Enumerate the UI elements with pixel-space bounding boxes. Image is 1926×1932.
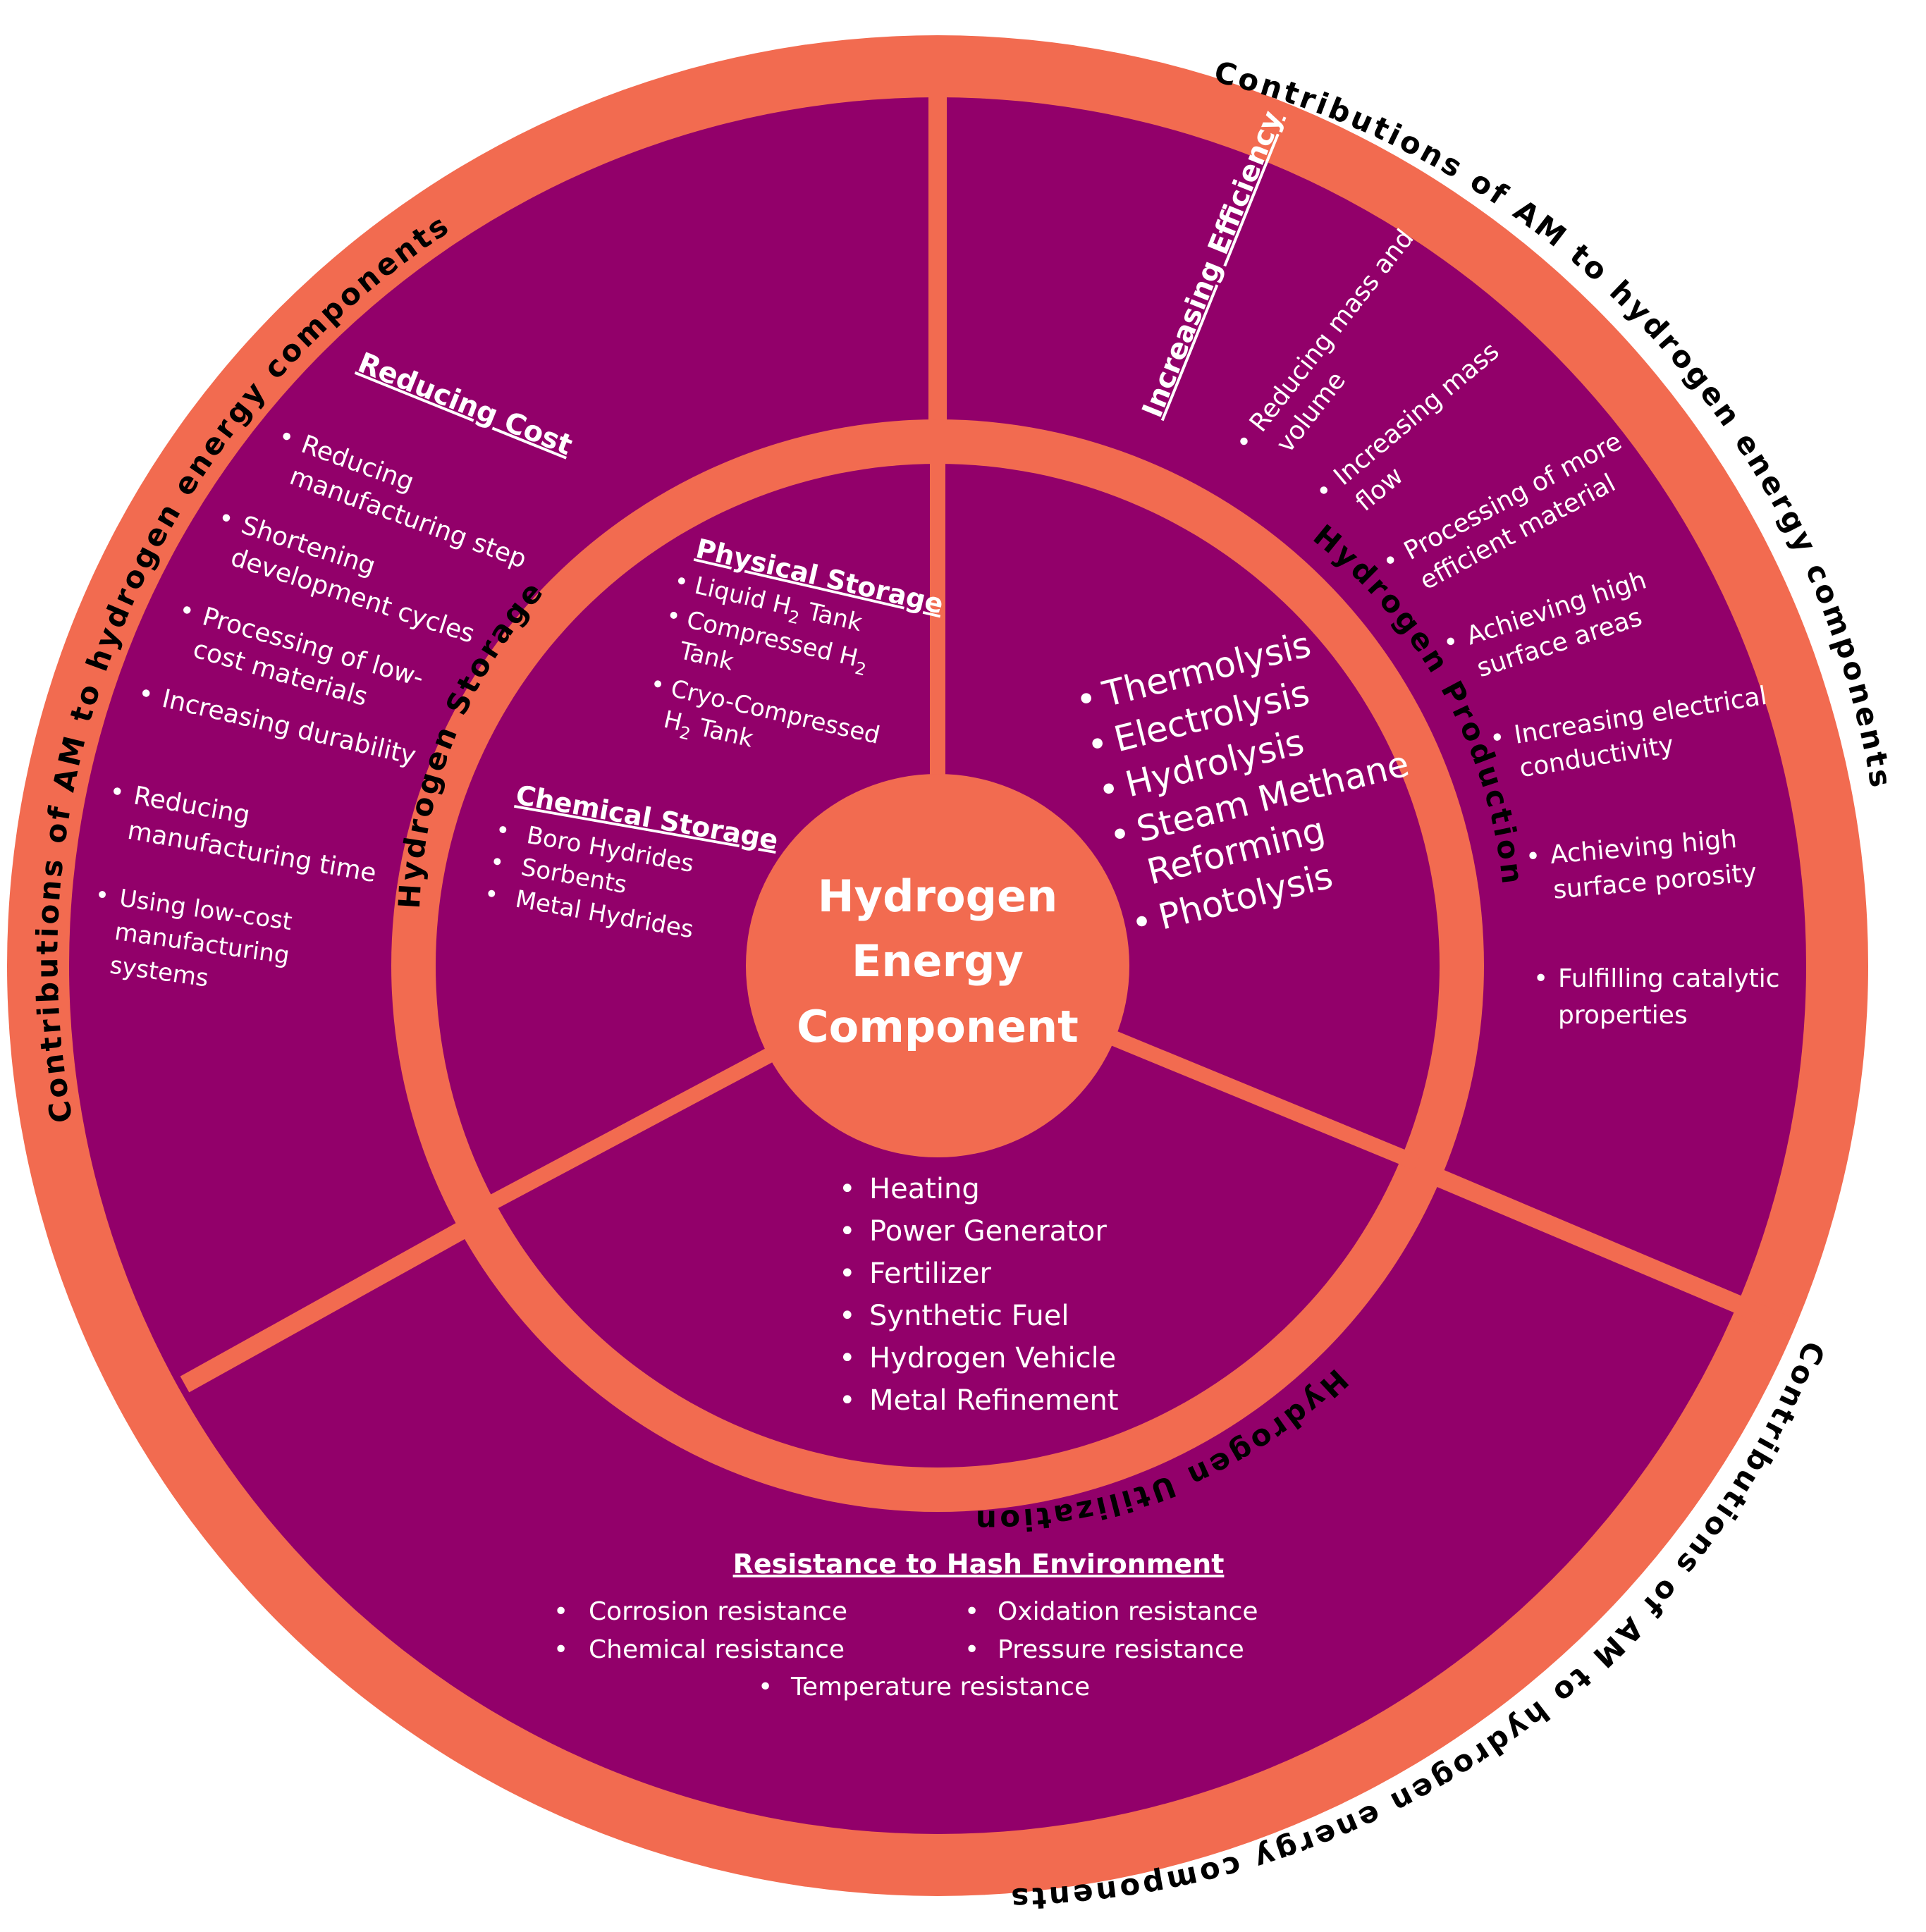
bullet-icon: •	[839, 1300, 856, 1332]
resistance-item: Pressure resistance	[998, 1635, 1244, 1664]
resistance-item: Oxidation resistance	[998, 1597, 1258, 1626]
resistance-item: Temperature resistance	[790, 1673, 1090, 1702]
svg-text:properties: properties	[1558, 1001, 1688, 1030]
center-line-2: Energy	[852, 935, 1024, 987]
bullet-icon: •	[964, 1635, 979, 1664]
utilization-use-item: Heating	[869, 1173, 980, 1205]
bullet-icon: •	[839, 1342, 856, 1374]
utilization-use-item: Synthetic Fuel	[869, 1300, 1069, 1332]
utilization-use-item: Power Generator	[869, 1215, 1107, 1248]
bullet-icon: •	[1533, 964, 1548, 993]
utilization-use-item: Hydrogen Vehicle	[869, 1342, 1116, 1374]
bullet-icon: •	[839, 1257, 856, 1290]
bullet-icon: •	[839, 1173, 856, 1205]
bullet-icon: •	[1524, 842, 1542, 872]
bullet-icon: •	[553, 1597, 568, 1626]
center-circle	[746, 774, 1129, 1157]
increasing-efficiency-item: • Fulfilling catalytic properties	[1533, 964, 1780, 1030]
bullet-icon: •	[839, 1384, 856, 1417]
bullet-icon: •	[964, 1597, 979, 1626]
center-label: Hydrogen Energy Component	[797, 870, 1079, 1052]
utilization-uses-block: • Heating • Power Generator • Fertilizer…	[839, 1173, 1119, 1417]
resistance-item: Corrosion resistance	[589, 1597, 847, 1626]
utilization-use-item: Metal Refinement	[869, 1384, 1119, 1417]
bullet-icon: •	[839, 1215, 856, 1248]
center-line-1: Hydrogen	[818, 870, 1057, 922]
resistance-title: Resistance to Hash Environment	[733, 1549, 1225, 1580]
bullet-icon: •	[553, 1635, 568, 1664]
resistance-block: Resistance to Hash Environment • Corrosi…	[553, 1549, 1258, 1702]
center-line-3: Component	[797, 1001, 1079, 1052]
resistance-item: Chemical resistance	[589, 1635, 845, 1664]
utilization-use-item: Fertilizer	[869, 1257, 992, 1290]
bullet-icon: •	[758, 1673, 773, 1702]
svg-text:Fulfilling catalytic: Fulfilling catalytic	[1558, 964, 1780, 993]
